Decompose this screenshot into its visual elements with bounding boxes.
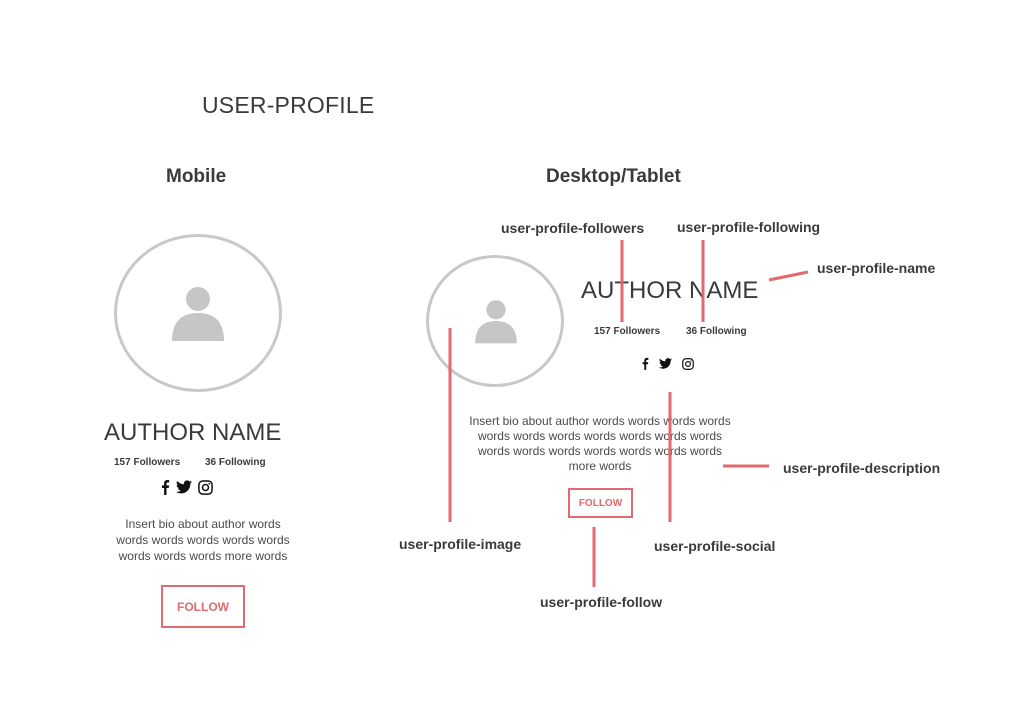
- annotation-following: user-profile-following: [677, 219, 821, 235]
- bio-line: Insert bio about author words words word…: [469, 414, 731, 428]
- facebook-icon[interactable]: [641, 357, 649, 370]
- user-silhouette-icon: [475, 300, 517, 344]
- bio-line: words words words words words words word…: [477, 429, 723, 443]
- instagram-icon[interactable]: [198, 479, 213, 495]
- bio-line: more words: [568, 459, 632, 473]
- annotation-description: user-profile-description: [783, 460, 941, 476]
- twitter-icon[interactable]: [176, 480, 192, 494]
- mobile-followers[interactable]: 157 Followers: [114, 457, 181, 468]
- instagram-icon[interactable]: [682, 357, 694, 370]
- page-title: USER-PROFILE: [202, 92, 375, 118]
- desktop-social-links: [641, 357, 694, 370]
- user-silhouette-icon: [172, 287, 224, 341]
- mobile-bio: Insert bio about author words words word…: [98, 516, 308, 564]
- annotation-followers: user-profile-followers: [501, 220, 645, 236]
- mobile-social-links: [160, 479, 213, 495]
- annotation-name: user-profile-name: [817, 260, 936, 276]
- bio-line: words words words words words: [116, 533, 290, 547]
- bio-line: words words words more words: [118, 549, 288, 563]
- bio-line: words words words words words words word…: [477, 444, 723, 458]
- twitter-icon[interactable]: [659, 358, 672, 369]
- mobile-avatar: [114, 234, 282, 392]
- desktop-follow-button[interactable]: FOLLOW: [568, 488, 633, 518]
- annotation-social: user-profile-social: [654, 538, 776, 554]
- desktop-heading: Desktop/Tablet: [546, 166, 681, 187]
- mobile-follow-button[interactable]: FOLLOW: [161, 585, 245, 628]
- annotation-image: user-profile-image: [399, 536, 522, 552]
- annotation-follow: user-profile-follow: [540, 594, 663, 610]
- facebook-icon[interactable]: [160, 479, 170, 495]
- mobile-following[interactable]: 36 Following: [205, 457, 266, 468]
- mobile-heading: Mobile: [166, 166, 227, 187]
- desktop-bio: Insert bio about author words words word…: [440, 414, 760, 474]
- desktop-followers[interactable]: 157 Followers: [594, 326, 661, 337]
- name-pointer: [768, 270, 809, 282]
- desktop-author-name: AUTHOR NAME: [581, 277, 759, 304]
- desktop-following[interactable]: 36 Following: [686, 326, 747, 337]
- bio-line: Insert bio about author words: [125, 517, 281, 531]
- mobile-author-name: AUTHOR NAME: [104, 419, 282, 446]
